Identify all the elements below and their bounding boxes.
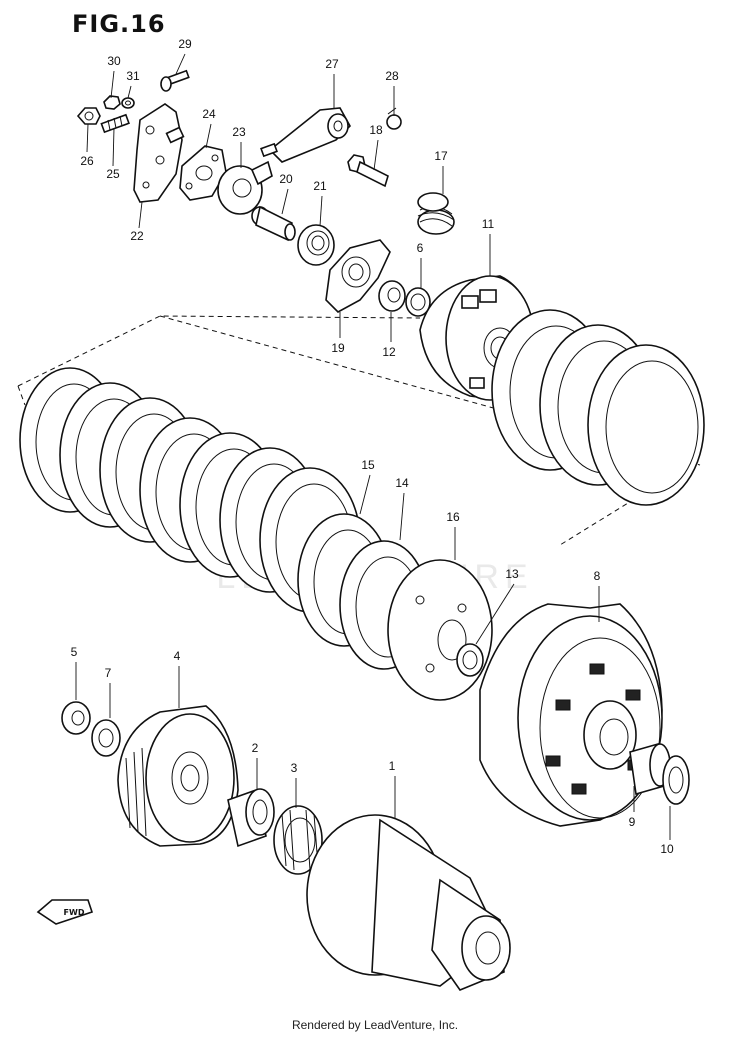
part-10-washer <box>662 755 690 805</box>
part-13-washer <box>456 643 484 677</box>
part-16-disk <box>387 559 493 701</box>
callout-label-26: 26 <box>80 154 94 168</box>
callout-label-4: 4 <box>174 649 181 663</box>
part-29-bolt <box>160 69 190 92</box>
part-27-lever <box>260 107 351 163</box>
callout-label-13: 13 <box>505 567 519 581</box>
part-30-nut <box>103 95 121 110</box>
callout-leader-26 <box>86 123 89 153</box>
callout-leader-29 <box>175 53 186 75</box>
callout-leader-31 <box>127 85 132 99</box>
footer-credit: Rendered by LeadVenture, Inc. <box>291 1018 459 1032</box>
fwd-arrow: FWD <box>36 899 94 925</box>
callout-leader-13 <box>475 583 515 645</box>
callout-label-12: 12 <box>382 345 396 359</box>
part-28-screw <box>386 107 402 130</box>
callout-label-31: 31 <box>126 69 140 83</box>
callout-label-22: 22 <box>130 229 144 243</box>
callout-leader-25 <box>112 127 115 167</box>
callout-label-27: 27 <box>325 57 339 71</box>
callout-label-25: 25 <box>106 167 120 181</box>
part-31-washer <box>121 97 135 109</box>
callout-leader-20 <box>281 188 289 215</box>
callout-label-18: 18 <box>369 123 383 137</box>
callout-leader-18 <box>373 139 379 171</box>
part-3-needle-bearing <box>273 805 323 875</box>
clutch-plate-stack <box>19 367 361 613</box>
callout-label-20: 20 <box>279 172 293 186</box>
part-6-washer <box>405 287 431 317</box>
callout-label-6: 6 <box>417 241 424 255</box>
callout-leader-30 <box>110 70 115 99</box>
part-19-plate <box>325 239 391 313</box>
part-21-bearing <box>297 224 335 266</box>
part-18-bolt <box>347 154 389 188</box>
part-25-stud <box>100 113 130 134</box>
part-8-housing <box>479 603 663 827</box>
callout-label-14: 14 <box>395 476 409 490</box>
part-7-washer <box>91 719 121 757</box>
callout-label-1: 1 <box>389 759 396 773</box>
part-23-cam <box>217 160 273 215</box>
callout-label-30: 30 <box>107 54 121 68</box>
callout-label-5: 5 <box>71 645 78 659</box>
callout-label-28: 28 <box>385 69 399 83</box>
callout-leader-15 <box>359 474 371 515</box>
callout-label-29: 29 <box>178 37 192 51</box>
part-17-spring <box>417 192 455 235</box>
callout-leader-24 <box>205 123 212 149</box>
part-22-bracket <box>133 103 185 203</box>
part-5-nut <box>61 701 91 735</box>
callout-label-23: 23 <box>232 125 246 139</box>
plate-group-right <box>491 309 705 506</box>
callout-label-7: 7 <box>105 666 112 680</box>
callout-label-10: 10 <box>660 842 674 856</box>
callout-label-3: 3 <box>291 761 298 775</box>
plate-stack-bracket <box>17 315 701 546</box>
callout-label-15: 15 <box>361 458 375 472</box>
part-2-bushing <box>227 788 275 848</box>
part-26-nut <box>76 107 101 125</box>
callout-label-8: 8 <box>594 569 601 583</box>
svg-text:FWD: FWD <box>64 908 85 917</box>
callout-label-21: 21 <box>313 179 327 193</box>
part-20-pin <box>251 205 296 242</box>
callout-label-17: 17 <box>434 149 448 163</box>
callout-label-24: 24 <box>202 107 216 121</box>
callout-label-11: 11 <box>482 217 495 231</box>
part-1-sleeve-hub <box>306 814 511 991</box>
part-4-gear-assembly <box>117 705 239 847</box>
part-12-bearing <box>378 280 406 312</box>
figure-title: FIG.16 <box>72 10 166 38</box>
callout-leader-21 <box>319 195 323 227</box>
callout-leader-22 <box>138 201 143 229</box>
callout-leader-14 <box>399 492 405 541</box>
callout-label-2: 2 <box>252 741 259 755</box>
callout-label-9: 9 <box>629 815 636 829</box>
callout-label-19: 19 <box>331 341 345 355</box>
callout-label-16: 16 <box>446 510 460 524</box>
